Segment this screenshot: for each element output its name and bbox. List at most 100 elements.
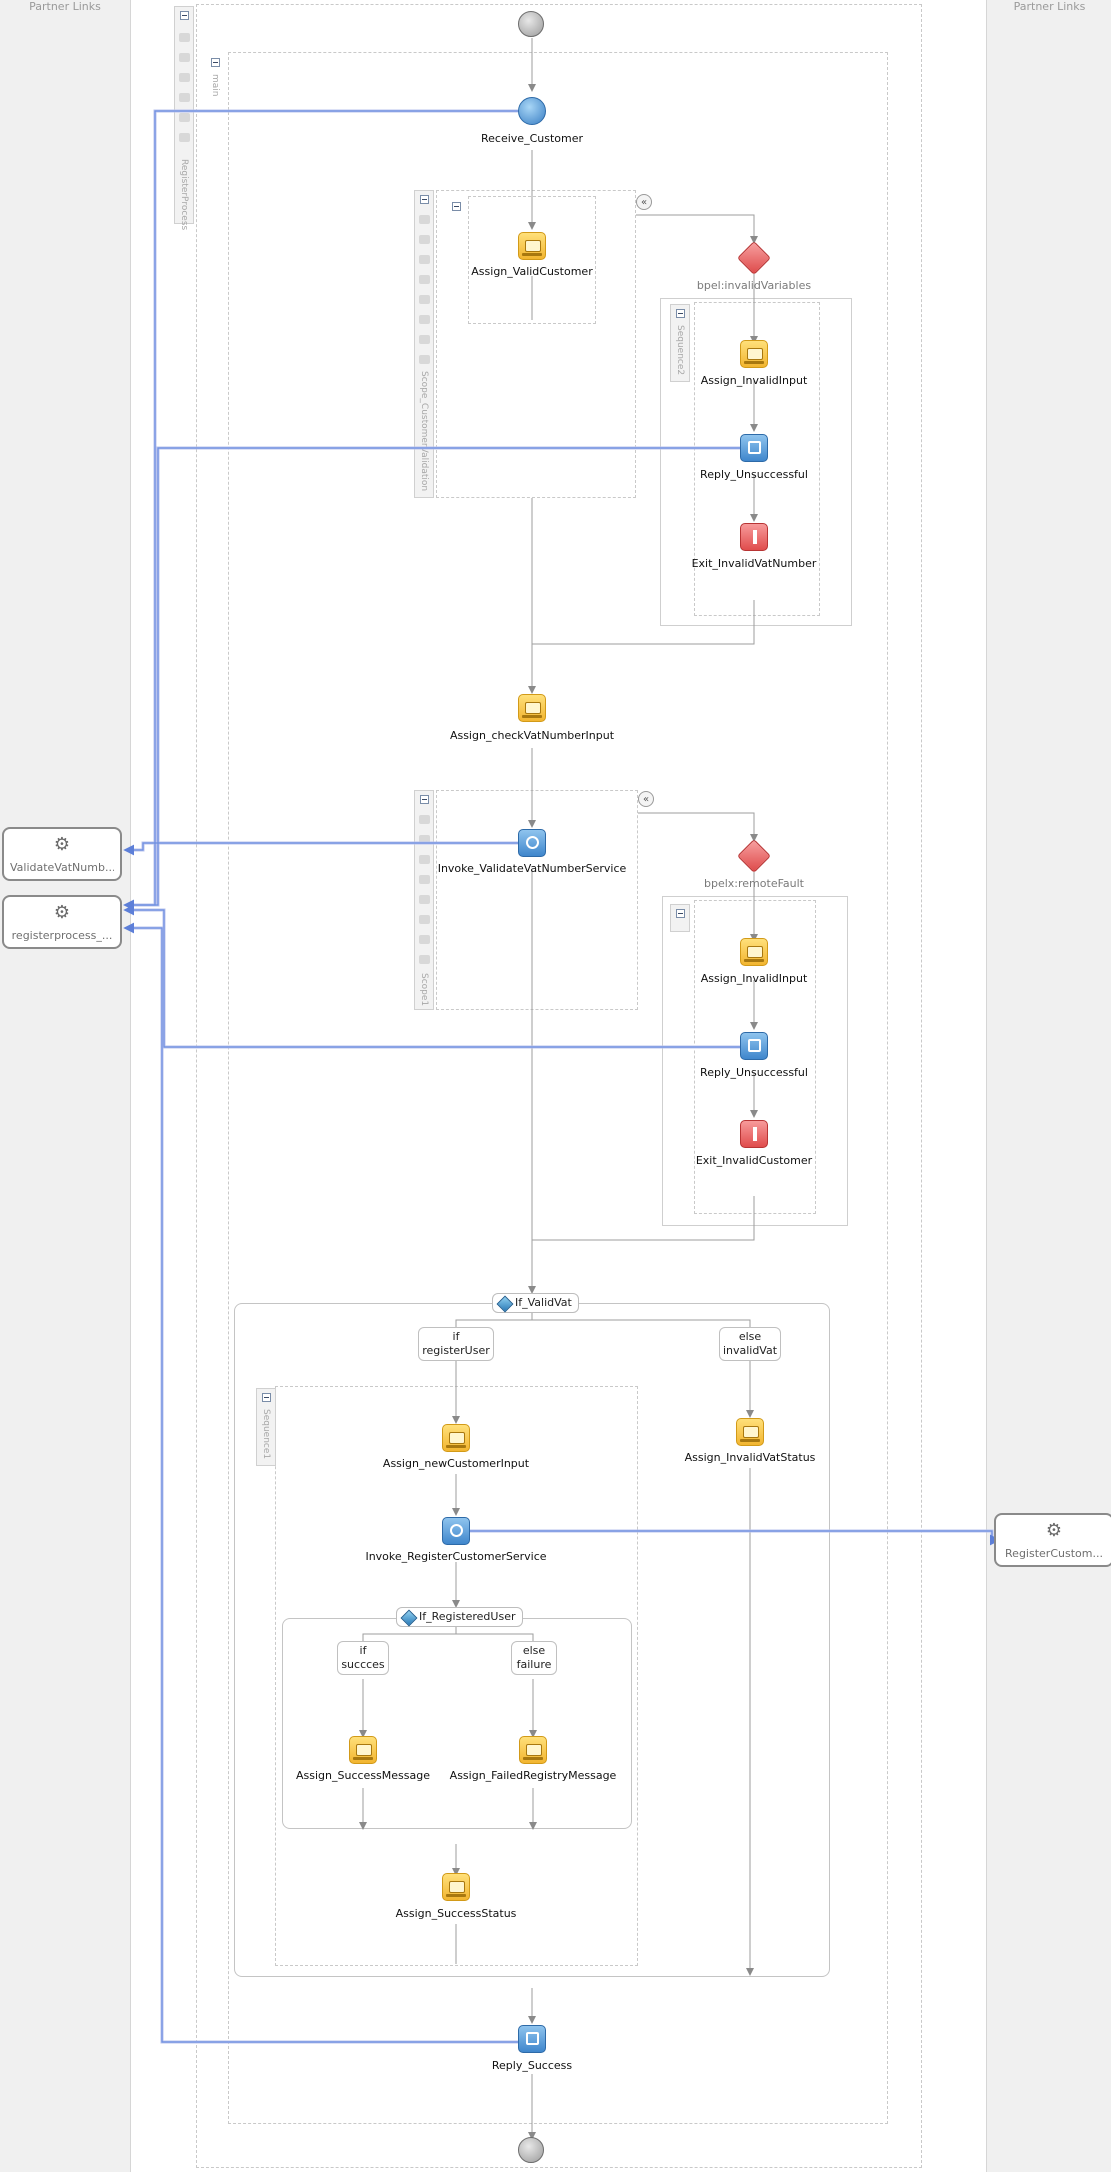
scope1-label: Scope1 bbox=[419, 973, 429, 1007]
remote-fault-sequence bbox=[694, 900, 816, 1214]
assign-check-vat-label: Assign_checkVatNumberInput bbox=[449, 729, 615, 742]
exit-invalid-vat-number-label: Exit_InvalidVatNumber bbox=[691, 557, 817, 570]
partner-links-left-panel: Partner Links bbox=[0, 0, 131, 2172]
switch-diamond-icon bbox=[400, 1609, 418, 1627]
assign-invalid-input-2-activity[interactable] bbox=[740, 938, 768, 966]
branch-if-succces-keyword: if bbox=[359, 1644, 367, 1657]
register-process-scope bbox=[196, 4, 922, 2168]
branch-if-register-user[interactable]: if registerUser bbox=[418, 1327, 494, 1361]
sequence2-label: Sequence2 bbox=[675, 325, 685, 376]
partner-link-register-customer[interactable]: ⚙ RegisterCustom... bbox=[994, 1513, 1111, 1567]
assign-failed-registry-activity[interactable] bbox=[519, 1736, 547, 1764]
register-process-toolstrip: RegisterProcess bbox=[174, 6, 194, 230]
invoke-validate-vat-label: Invoke_ValidateVatNumberService bbox=[437, 862, 627, 875]
branch-if-succces[interactable]: if succces bbox=[337, 1641, 389, 1675]
reply-success-label: Reply_Success bbox=[491, 2059, 573, 2072]
assign-success-status-label: Assign_SuccessStatus bbox=[395, 1907, 517, 1920]
assign-success-status-activity[interactable] bbox=[442, 1873, 470, 1901]
collapse-sequence1-button[interactable] bbox=[262, 1393, 271, 1402]
exit-invalid-customer-activity[interactable] bbox=[740, 1120, 768, 1148]
if-valid-vat-label: If_ValidVat bbox=[515, 1296, 572, 1309]
gear-icon: ⚙ bbox=[53, 902, 71, 923]
collapse-main-button[interactable] bbox=[211, 58, 220, 67]
assign-check-vat-activity[interactable] bbox=[518, 694, 546, 722]
reply-success-activity[interactable] bbox=[518, 2025, 546, 2053]
assign-invalid-input-activity[interactable] bbox=[740, 340, 768, 368]
branch-if-keyword: if bbox=[452, 1330, 460, 1343]
customer-validation-label: Scope_CustomerValidation bbox=[419, 371, 429, 492]
main-scope-toolstrip: main bbox=[206, 54, 226, 104]
exit-invalid-customer-label: Exit_InvalidCustomer bbox=[695, 1154, 813, 1167]
scope1-toolstrip: Scope1 bbox=[414, 790, 434, 1010]
main-scope bbox=[228, 52, 888, 2124]
reply-unsuccessful-label: Reply_Unsuccessful bbox=[700, 468, 808, 481]
branch-else-failure-condition: failure bbox=[516, 1658, 552, 1671]
branch-if-condition: registerUser bbox=[422, 1344, 490, 1357]
assign-invalid-input-label: Assign_InvalidInput bbox=[700, 374, 808, 387]
reply-unsuccessful-2-activity[interactable] bbox=[740, 1032, 768, 1060]
assign-success-message-label: Assign_SuccessMessage bbox=[296, 1769, 430, 1782]
invoke-register-customer-activity[interactable] bbox=[442, 1517, 470, 1545]
gear-icon: ⚙ bbox=[53, 834, 71, 855]
collapse-remote-fault-sequence-button[interactable] bbox=[676, 909, 685, 918]
sequence2-scope bbox=[694, 302, 820, 616]
end-node[interactable] bbox=[518, 2137, 544, 2163]
partner-link-register-process-name: registerprocess_... bbox=[11, 929, 113, 942]
sequence1-toolstrip: Sequence1 bbox=[256, 1388, 276, 1466]
remote-fault-handler bbox=[662, 896, 848, 1226]
collapse-process-button[interactable] bbox=[180, 11, 189, 20]
branch-else-keyword: else bbox=[738, 1330, 762, 1343]
receive-customer-label: Receive_Customer bbox=[481, 132, 583, 145]
start-node[interactable] bbox=[518, 11, 544, 37]
main-scope-label: main bbox=[210, 74, 220, 97]
assign-valid-customer-label: Assign_ValidCustomer bbox=[471, 265, 593, 278]
invoke-register-customer-label: Invoke_RegisterCustomerService bbox=[365, 1550, 547, 1563]
assign-invalid-vat-status-label: Assign_InvalidVatStatus bbox=[684, 1451, 816, 1464]
invoke-validate-vat-activity[interactable] bbox=[518, 829, 546, 857]
partner-links-right-panel: Partner Links bbox=[986, 0, 1111, 2172]
collapse-scope1-handlers-button[interactable]: « bbox=[638, 791, 654, 807]
assign-success-message-activity[interactable] bbox=[349, 1736, 377, 1764]
partner-links-right-title: Partner Links bbox=[1013, 0, 1086, 13]
remote-fault-toolstrip bbox=[670, 904, 690, 932]
branch-else-failure-keyword: else bbox=[522, 1644, 546, 1657]
if-registered-user-header[interactable]: If_RegisteredUser bbox=[396, 1607, 523, 1627]
assign-valid-customer-activity[interactable] bbox=[518, 232, 546, 260]
exit-invalid-vat-number-activity[interactable] bbox=[740, 523, 768, 551]
assign-invalid-input-2-label: Assign_InvalidInput bbox=[700, 972, 808, 985]
gear-icon: ⚙ bbox=[1045, 1520, 1063, 1541]
assign-invalid-vat-status-activity[interactable] bbox=[736, 1418, 764, 1446]
switch-diamond-icon bbox=[496, 1295, 514, 1313]
catch-remote-fault-label: bpelx:remoteFault bbox=[704, 877, 804, 890]
collapse-handlers-button[interactable]: « bbox=[636, 194, 652, 210]
assign-new-customer-input-activity[interactable] bbox=[442, 1424, 470, 1452]
sequence1-label: Sequence1 bbox=[261, 1409, 271, 1460]
branch-if-succces-condition: succces bbox=[341, 1658, 385, 1671]
collapse-validation-button[interactable] bbox=[420, 195, 429, 204]
collapse-sequence2-button[interactable] bbox=[676, 309, 685, 318]
partner-link-validate-vat[interactable]: ⚙ ValidateVatNumb... bbox=[2, 827, 122, 881]
if-valid-vat-header[interactable]: If_ValidVat bbox=[492, 1293, 579, 1313]
customer-validation-toolstrip: Scope_CustomerValidation bbox=[414, 190, 434, 498]
partner-link-validate-vat-name: ValidateVatNumb... bbox=[10, 861, 114, 874]
branch-else-invalid-vat[interactable]: else invalidVat bbox=[719, 1327, 781, 1361]
branch-else-condition: invalidVat bbox=[722, 1344, 778, 1357]
invalid-variables-handler bbox=[660, 298, 852, 626]
assign-new-customer-input-label: Assign_newCustomerInput bbox=[382, 1457, 530, 1470]
if-registered-user-label: If_RegisteredUser bbox=[419, 1610, 516, 1623]
partner-link-register-customer-name: RegisterCustom... bbox=[1005, 1547, 1103, 1560]
partner-link-register-process[interactable]: ⚙ registerprocess_... bbox=[2, 895, 122, 949]
assign-failed-registry-label: Assign_FailedRegistryMessage bbox=[449, 1769, 617, 1782]
branch-else-failure[interactable]: else failure bbox=[511, 1641, 557, 1675]
reply-unsuccessful-2-label: Reply_Unsuccessful bbox=[700, 1066, 808, 1079]
collapse-scope1-button[interactable] bbox=[420, 795, 429, 804]
sequence2-toolstrip: Sequence2 bbox=[670, 304, 690, 382]
collapse-validation-sequence-button[interactable] bbox=[452, 202, 461, 211]
catch-invalid-variables-label: bpel:invalidVariables bbox=[696, 279, 812, 292]
scope1 bbox=[436, 790, 638, 1010]
receive-customer-activity[interactable] bbox=[518, 97, 546, 125]
reply-unsuccessful-activity[interactable] bbox=[740, 434, 768, 462]
customer-validation-scope bbox=[436, 190, 636, 498]
partner-links-left-title: Partner Links bbox=[29, 0, 101, 13]
